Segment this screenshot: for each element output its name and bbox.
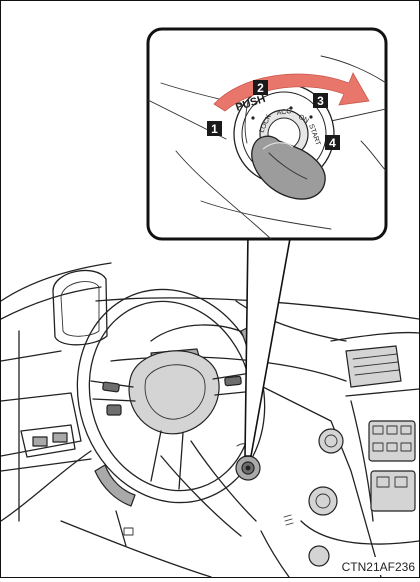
dashboard-illustration xyxy=(1,263,419,577)
callout-1: 1 xyxy=(207,121,222,136)
window-switch-icon xyxy=(33,437,47,446)
svg-text:1: 1 xyxy=(211,122,218,136)
figure-code: CTN21AF236 xyxy=(342,560,416,574)
callout-2: 2 xyxy=(253,80,268,95)
svg-text:3: 3 xyxy=(317,94,324,108)
steering-hub xyxy=(129,351,219,434)
svg-text:2: 2 xyxy=(257,81,264,95)
svg-text:4: 4 xyxy=(329,136,336,150)
air-vent-right xyxy=(346,346,401,387)
control-knob xyxy=(319,429,343,453)
inset-detail: PUSH LOCK ACC ON START 1 2 3 4 xyxy=(146,29,386,239)
audio-switch-icon xyxy=(103,382,120,392)
callout-3: 3 xyxy=(313,93,328,108)
climate-knob xyxy=(309,487,337,515)
callout-leader xyxy=(245,233,291,456)
callout-4: 4 xyxy=(325,135,340,150)
